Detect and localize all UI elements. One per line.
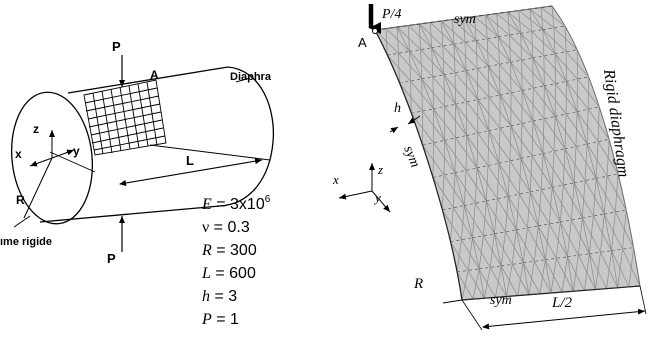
half-length-label: L/2 bbox=[551, 295, 573, 311]
cylinder-bottom-edge bbox=[40, 206, 220, 222]
radius-tick bbox=[443, 300, 462, 303]
param-e: E = 3x106 bbox=[201, 194, 271, 213]
half-length-ext-left bbox=[462, 300, 482, 330]
half-length-ext-right bbox=[640, 286, 646, 314]
mesh-line bbox=[522, 60, 523, 90]
left-point-a-label: A bbox=[150, 68, 159, 82]
quarter-load-label: P/4 bbox=[381, 7, 401, 22]
param-nu: ν = 0.3 bbox=[202, 219, 250, 236]
bottom-load-label: P bbox=[107, 251, 116, 266]
right-radius-label: R bbox=[413, 276, 423, 292]
right-end-arc bbox=[220, 67, 273, 206]
radius-label: R bbox=[16, 193, 25, 207]
right-point-a-label: A bbox=[358, 35, 367, 50]
r-axis-x-line bbox=[339, 191, 372, 198]
radius-line bbox=[24, 158, 52, 218]
sym-top-label: sym bbox=[454, 12, 476, 27]
param-h: h = 3 bbox=[202, 288, 237, 305]
diaphragm-label: Diaphra bbox=[230, 71, 272, 83]
top-load-label: P bbox=[112, 39, 121, 54]
half-length-arrow bbox=[483, 311, 645, 327]
r-axis-x-label: x bbox=[332, 172, 339, 187]
param-p: P = 1 bbox=[201, 311, 239, 328]
parameter-list: E = 3x106 ν = 0.3 R = 300 L = 600 h = 3 … bbox=[201, 194, 271, 328]
sym-bottom-label: sym bbox=[490, 293, 512, 308]
param-r: R = 300 bbox=[201, 242, 257, 259]
rigid-label: ıme rigide bbox=[0, 236, 52, 248]
point-a-marker bbox=[373, 29, 378, 34]
r-axis-y-label: y bbox=[373, 190, 381, 205]
thickness-arrow-in bbox=[390, 127, 398, 132]
length-extension-right bbox=[150, 145, 270, 160]
length-label: L bbox=[186, 153, 194, 168]
thickness-label: h bbox=[394, 101, 401, 116]
axis-z-label: z bbox=[33, 122, 39, 136]
axis-x-label: x bbox=[15, 147, 22, 161]
right-shell-figure: P/4 A h sym sym sym Rigid diaphragm R L/… bbox=[332, 4, 646, 330]
param-l: L = 600 bbox=[201, 265, 256, 282]
r-axis-z-label: z bbox=[377, 162, 383, 177]
rigid-leader bbox=[14, 216, 30, 227]
mesh-patch bbox=[84, 80, 166, 155]
axis-y-label: y bbox=[73, 144, 80, 158]
sym-left-label: sym bbox=[400, 144, 422, 170]
